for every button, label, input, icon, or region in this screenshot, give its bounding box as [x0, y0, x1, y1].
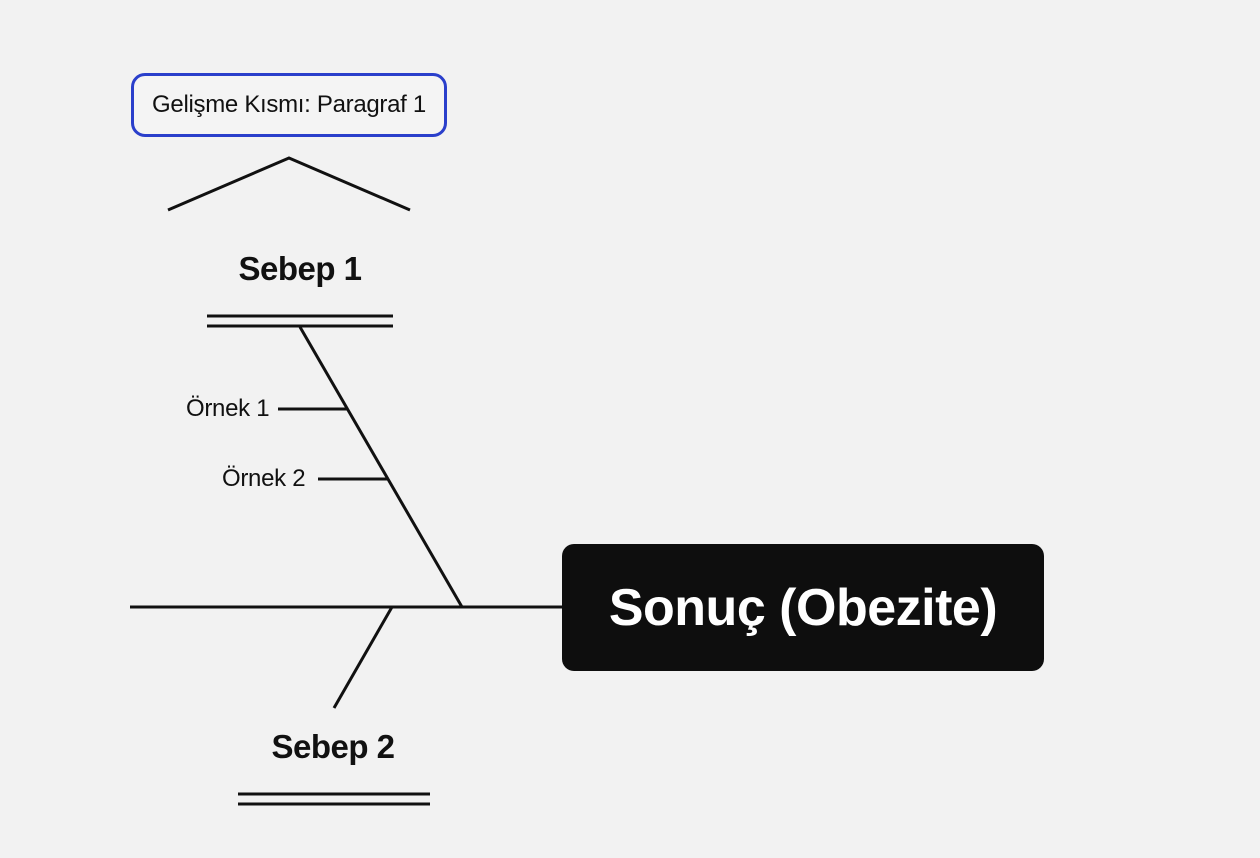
cause-2-label: Sebep 2 — [271, 728, 395, 765]
cause-1-label: Sebep 1 — [238, 250, 362, 287]
section-caret — [167, 156, 411, 212]
cause-2-bone — [332, 606, 394, 709]
effect-label: Sonuç (Obezite) — [608, 578, 998, 637]
cause-1-bone — [298, 326, 464, 608]
effect-box: Sonuç (Obezite) — [562, 544, 1044, 671]
example-1-label: Örnek 1 — [186, 395, 270, 422]
section-label: Gelişme Kısmı: Paragraf 1 — [152, 91, 426, 118]
example-2-label: Örnek 2 — [222, 465, 306, 492]
section-label-box: Gelişme Kısmı: Paragraf 1 — [131, 73, 447, 137]
